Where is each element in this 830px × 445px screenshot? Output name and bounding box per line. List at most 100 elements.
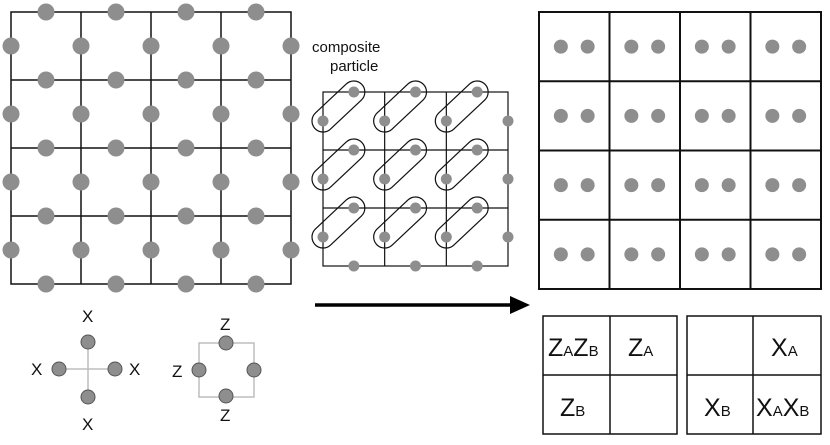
x-table-cell-XAXB: XAXB xyxy=(756,394,809,422)
composite-particle-capsule xyxy=(434,196,489,249)
star-label-bottom: X xyxy=(82,415,93,434)
composite-particle-capsule xyxy=(311,138,366,191)
qubit-dot xyxy=(282,173,300,191)
qubit-dot xyxy=(765,247,780,262)
qubit-dot xyxy=(580,39,595,54)
composite-particle-capsule xyxy=(373,196,428,249)
qubit-dot xyxy=(651,108,666,123)
qubit-dot xyxy=(410,86,421,98)
right-effective-lattice xyxy=(538,11,822,290)
qubit-dot xyxy=(410,202,421,214)
qubit-dot xyxy=(651,39,666,54)
lattice-border xyxy=(322,91,509,267)
qubit-dot xyxy=(142,105,160,123)
qubit-dot xyxy=(72,241,90,259)
qubit-dot xyxy=(580,247,595,262)
composite-particle-capsule xyxy=(434,80,489,133)
qubit-dot xyxy=(651,247,666,262)
qubit-dot xyxy=(651,178,666,193)
qubit-dot xyxy=(694,247,709,262)
qubit-dot xyxy=(792,178,807,193)
composite-particle-capsule xyxy=(373,138,428,191)
qubit-dot xyxy=(348,144,360,156)
qubit-dot xyxy=(72,37,90,55)
qubit-dot xyxy=(107,139,125,157)
qubit-dot xyxy=(348,202,360,214)
x-table-cell-XA: XA xyxy=(771,334,798,362)
plaquette-label-top: Z xyxy=(220,315,230,334)
qubit-dot xyxy=(553,178,568,193)
qubit-dot xyxy=(624,247,639,262)
qubit-dot xyxy=(348,260,360,272)
qubit-dot xyxy=(317,115,329,127)
qubit-dot xyxy=(212,105,230,123)
qubit-dot xyxy=(37,207,55,225)
star-operator: X X X X xyxy=(31,307,140,434)
qubit-dot xyxy=(72,173,90,191)
star-label-left: X xyxy=(31,360,42,379)
qubit-dot xyxy=(624,39,639,54)
qubit-dot xyxy=(502,173,514,185)
qubit-dot xyxy=(553,39,568,54)
qubit-dot xyxy=(765,39,780,54)
qubit-dot xyxy=(37,139,55,157)
z-fusion-table: ZAZB ZA ZB xyxy=(542,315,678,435)
composite-particle-capsule xyxy=(311,80,366,133)
qubit-dot xyxy=(142,37,160,55)
qubit-dot xyxy=(107,207,125,225)
qubit-dot xyxy=(247,139,265,157)
plaquette-label-bottom: Z xyxy=(220,406,230,425)
qubit-dot xyxy=(37,275,55,293)
composite-particle-capsule xyxy=(434,138,489,191)
qubit-dot xyxy=(694,39,709,54)
qubit-dot xyxy=(212,241,230,259)
qubit-dot xyxy=(2,241,20,259)
qubit-dot xyxy=(765,108,780,123)
qubit-dot xyxy=(72,105,90,123)
qubit-dot xyxy=(471,86,483,98)
qubit-dot xyxy=(212,37,230,55)
qubit-dot xyxy=(2,105,20,123)
qubit-dot xyxy=(177,3,195,21)
qubit-dot xyxy=(142,241,160,259)
qubit-dot xyxy=(177,275,195,293)
x-fusion-table: XA XB XAXB xyxy=(686,315,822,435)
composite-particle-lattice xyxy=(311,80,514,272)
qubit-dot xyxy=(410,144,421,156)
z-table-cell-ZAZB: ZAZB xyxy=(548,334,599,362)
qubit-dot xyxy=(379,173,391,185)
qubit-dot xyxy=(177,139,195,157)
qubit-dot xyxy=(2,37,20,55)
qubit-dot xyxy=(471,202,483,214)
qubit-dot xyxy=(107,71,125,89)
qubit-dot xyxy=(440,231,452,243)
qubit-dot xyxy=(37,3,55,21)
qubit-dot xyxy=(502,115,514,127)
qubit-dot xyxy=(721,39,736,54)
plaquette-operator: Z Z Z xyxy=(172,315,262,425)
star-label-top: X xyxy=(82,307,93,326)
qubit-dot xyxy=(502,231,514,243)
qubit-dot xyxy=(471,260,483,272)
composite-label-line2: particle xyxy=(330,58,378,75)
composite-particle-capsule xyxy=(311,196,366,249)
qubit-dot xyxy=(792,108,807,123)
qubit-dot xyxy=(37,71,55,89)
qubit-dot xyxy=(107,275,125,293)
composite-label-line1: composite xyxy=(312,39,380,56)
qubit-dot xyxy=(792,39,807,54)
qubit-dot xyxy=(282,241,300,259)
z-table-cell-ZA: ZA xyxy=(628,334,653,362)
qubit-dot xyxy=(317,231,329,243)
qubit-dot xyxy=(694,108,709,123)
qubit-dot xyxy=(177,207,195,225)
qubit-dot xyxy=(580,178,595,193)
plaquette-label-left: Z xyxy=(172,362,182,381)
qubit-dot xyxy=(247,71,265,89)
qubit-dot xyxy=(721,247,736,262)
qubit-dot xyxy=(142,173,160,191)
qubit-dot xyxy=(440,115,452,127)
qubit-dot xyxy=(553,247,568,262)
qubit-dot xyxy=(247,207,265,225)
qubit-dot xyxy=(721,178,736,193)
